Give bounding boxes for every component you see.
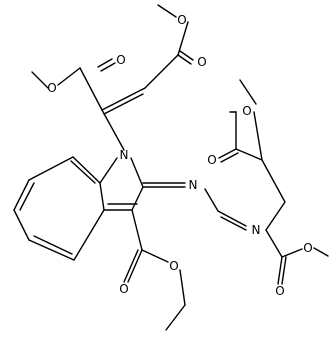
atom-n-azo1: N bbox=[189, 178, 198, 192]
atom-n-ring: N bbox=[120, 148, 129, 162]
bond-lines bbox=[13, 4, 329, 331]
atom-o-ester4-carbonyl: O bbox=[275, 284, 284, 298]
atom-labels: O O O O N O O N N O O O O bbox=[47, 13, 312, 298]
atom-o-ester2-methoxy: O bbox=[47, 81, 56, 95]
atom-o-ester1-methoxy: O bbox=[177, 13, 186, 27]
atom-o-ester5-carbonyl: O bbox=[119, 282, 128, 296]
atom-o-ester3-methoxy: O bbox=[242, 104, 251, 118]
atom-o-ester3-carbonyl: O bbox=[207, 153, 216, 167]
atom-o-ester5-ethoxy: O bbox=[169, 259, 178, 273]
atom-o-ester4-methoxy: O bbox=[303, 241, 312, 255]
atom-o-ester1-carbonyl: O bbox=[197, 55, 206, 69]
atom-o-ester2-carbonyl: O bbox=[116, 53, 125, 67]
atom-n-azo2: N bbox=[252, 223, 261, 237]
